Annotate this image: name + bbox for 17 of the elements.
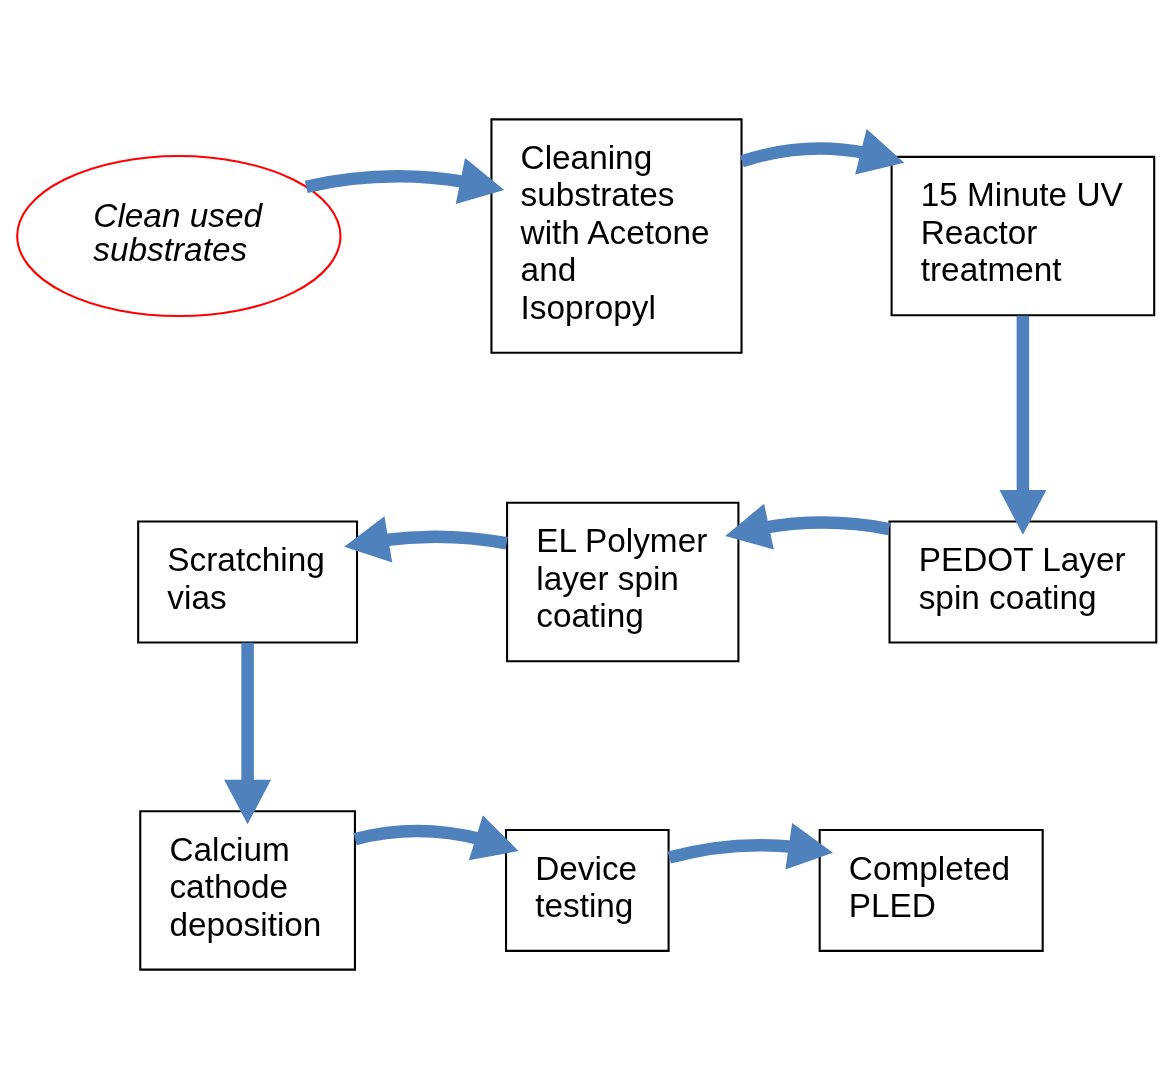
node-box: EL Polymer layer spin coating [506, 501, 740, 663]
node-box: Scratching vias [137, 520, 359, 644]
node-box: Device testing [505, 829, 670, 952]
arrow [304, 158, 505, 205]
arrow [353, 815, 519, 861]
arrow [667, 822, 833, 870]
arrow [725, 503, 891, 550]
arrow [224, 642, 272, 825]
node-box: Calcium cathode deposition [139, 810, 356, 971]
node-box: 15 Minute UV Reactor treatment [890, 155, 1156, 317]
node-ellipse: Clean used substrates [16, 155, 342, 318]
arrow [999, 315, 1047, 535]
node-box: Completed PLED [818, 829, 1044, 952]
node-box: PEDOT Layer spin coating [888, 520, 1158, 644]
node-box: Cleaning substrates with Acetone and Isopropyl [490, 118, 743, 354]
arrow [344, 516, 508, 563]
arrow [740, 128, 905, 175]
